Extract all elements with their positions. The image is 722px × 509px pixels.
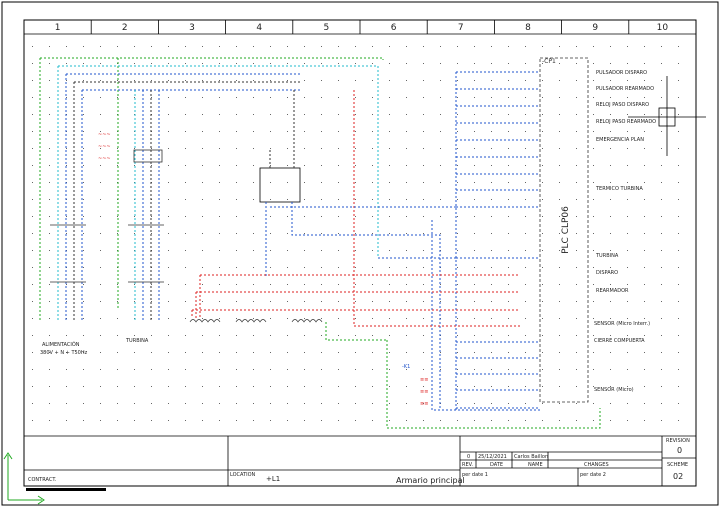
column-number: 5 [324, 23, 330, 33]
title-block [24, 435, 696, 486]
column-number: 8 [525, 23, 531, 33]
input-label: EMERGENCIA PLAN [596, 137, 644, 143]
col-changes: CHANGES [584, 462, 609, 468]
red-output-wires [191, 274, 520, 327]
column-number: 4 [256, 23, 262, 33]
revision-value: 0 [677, 446, 682, 455]
power-bus [57, 65, 379, 320]
column-number: 7 [458, 23, 464, 33]
location-label: LOCATION [230, 472, 256, 478]
side-tag: -K1 [402, 364, 410, 370]
per-date-1: per date 1 [462, 472, 488, 478]
supply-spec: 380V + N + T50Hz [40, 350, 88, 356]
column-number: 1 [55, 23, 61, 33]
column-number: 3 [189, 23, 195, 33]
contract-label: CONTRACT. [28, 477, 57, 483]
plc-box [539, 57, 589, 403]
mid-label: TERMICO TURBINA [595, 186, 643, 192]
red-marks: ~~~ ~~~ ~~~ ≡≡ ≡≡ ≡≡ [98, 132, 428, 407]
location-value: +L1 [266, 475, 280, 483]
lower-label: CIERRE COMPUERTA [594, 338, 645, 344]
column-header-row: 1 2 3 4 5 6 7 8 9 10 [55, 20, 697, 34]
coil-symbols [189, 319, 323, 323]
svg-text:~~~: ~~~ [98, 144, 111, 150]
output-label: DISPARO [596, 270, 618, 276]
per-date-2: per date 2 [580, 472, 606, 478]
motor-label: TURBINA [125, 338, 149, 344]
svg-text:≡≡: ≡≡ [420, 377, 428, 383]
earth-wire [39, 57, 601, 429]
plc-label: PLC CLP06 [561, 206, 571, 254]
column-number: 2 [122, 23, 128, 33]
supply-label: ALIMENTACIÓN [42, 341, 80, 348]
output-label: TURBINA [595, 253, 619, 259]
svg-text:≡≡: ≡≡ [420, 389, 428, 395]
axis-origin-icon [3, 452, 45, 505]
rev-row-date: 25/12/2021 [478, 454, 507, 460]
col-name: NAME [528, 462, 543, 468]
col-date: DATE [490, 462, 503, 468]
input-label: RELOJ PASO REARMADO [596, 119, 656, 125]
drawing-title: Armario principal [396, 476, 465, 485]
svg-text:~~~: ~~~ [98, 156, 111, 162]
column-number: 9 [592, 23, 598, 33]
plc-wiring [270, 71, 540, 411]
output-label: REARMADOR [596, 288, 629, 294]
svg-text:≡≡: ≡≡ [420, 401, 428, 407]
dot-grid [32, 46, 679, 421]
plc-tag: -CP1 [542, 58, 556, 65]
control-relay-box [259, 90, 355, 326]
underline-bar [26, 488, 106, 491]
lower-label: SENSOR (Micro) [594, 387, 634, 393]
scheme-heading: SCHEME [667, 462, 688, 468]
lower-label: SENSOR (Micro Interr.) [594, 321, 650, 327]
rev-row-name: Carlos Baillon [514, 454, 548, 460]
input-label: PULSADOR DISPARO [596, 70, 647, 76]
revision-heading: REVISION [666, 438, 690, 444]
svg-text:~~~: ~~~ [98, 132, 111, 138]
rev-row-rev: 0 [467, 454, 470, 460]
column-number: 6 [391, 23, 397, 33]
input-label: RELOJ PASO DISPARO [596, 102, 649, 108]
crosshair-icon [628, 76, 706, 156]
column-number: 10 [657, 23, 669, 33]
input-label: PULSADOR REARMADO [596, 86, 654, 92]
breaker-symbols [50, 149, 164, 283]
scheme-value: 02 [673, 472, 683, 481]
col-rev: REV. [462, 462, 473, 468]
